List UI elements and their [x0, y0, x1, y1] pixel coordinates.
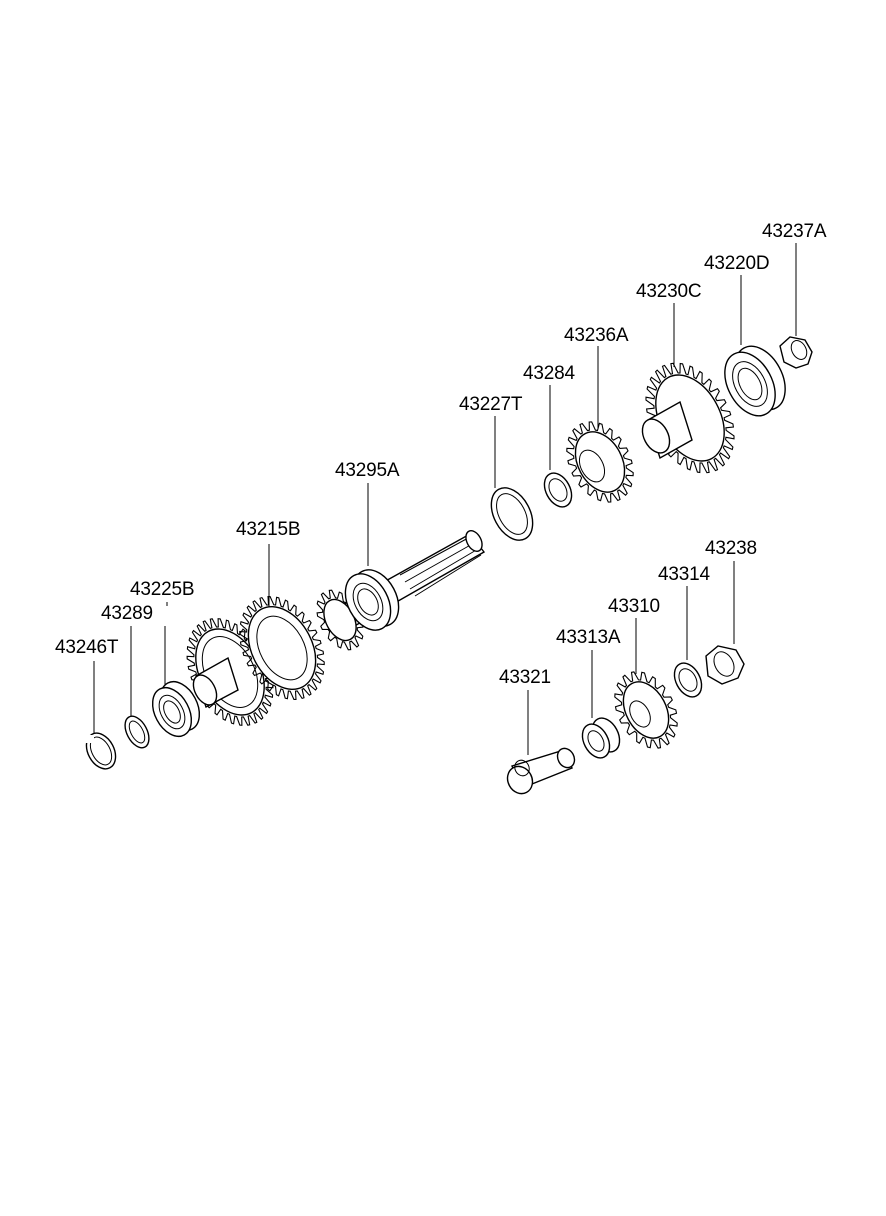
nut-43237A: [779, 336, 813, 369]
callout-43310: 43310: [608, 596, 660, 617]
leader-lines: [93, 243, 797, 755]
gear-43236A: [566, 421, 634, 503]
callout-43238: 43238: [705, 538, 757, 559]
shim-43227T: [490, 487, 534, 541]
ring-43289: [124, 715, 150, 749]
bearing-43220D: [724, 345, 786, 417]
callout-43225B: 43225B: [130, 579, 195, 600]
callout-43289: 43289: [101, 603, 153, 624]
washer-43314: [673, 662, 703, 698]
idler-gear-43310: [614, 671, 678, 749]
nut-43238: [705, 645, 745, 685]
bearing-43225B: [151, 680, 201, 738]
gear-43230C: [641, 362, 735, 474]
callout-43227T: 43227T: [459, 394, 523, 415]
callout-43236A: 43236A: [564, 325, 629, 346]
callout-43313A: 43313A: [556, 627, 621, 648]
callout-43246T: 43246T: [55, 637, 119, 658]
callout-43215B: 43215B: [236, 519, 301, 540]
callout-43284: 43284: [523, 363, 575, 384]
callout-43295A: 43295A: [335, 460, 400, 481]
callout-43230C: 43230C: [636, 281, 702, 302]
ring-43284: [543, 472, 573, 508]
shaft-43295A: [316, 530, 486, 651]
callout-43237A: 43237A: [762, 221, 827, 242]
pin-43321: [506, 747, 576, 795]
needle-bearing-43313A: [581, 717, 621, 759]
snap-ring-43246T: [84, 732, 117, 770]
callout-43321: 43321: [499, 667, 551, 688]
callout-43314: 43314: [658, 564, 710, 585]
callout-43220D: 43220D: [704, 253, 770, 274]
gear-cluster-43215B: [186, 596, 325, 726]
